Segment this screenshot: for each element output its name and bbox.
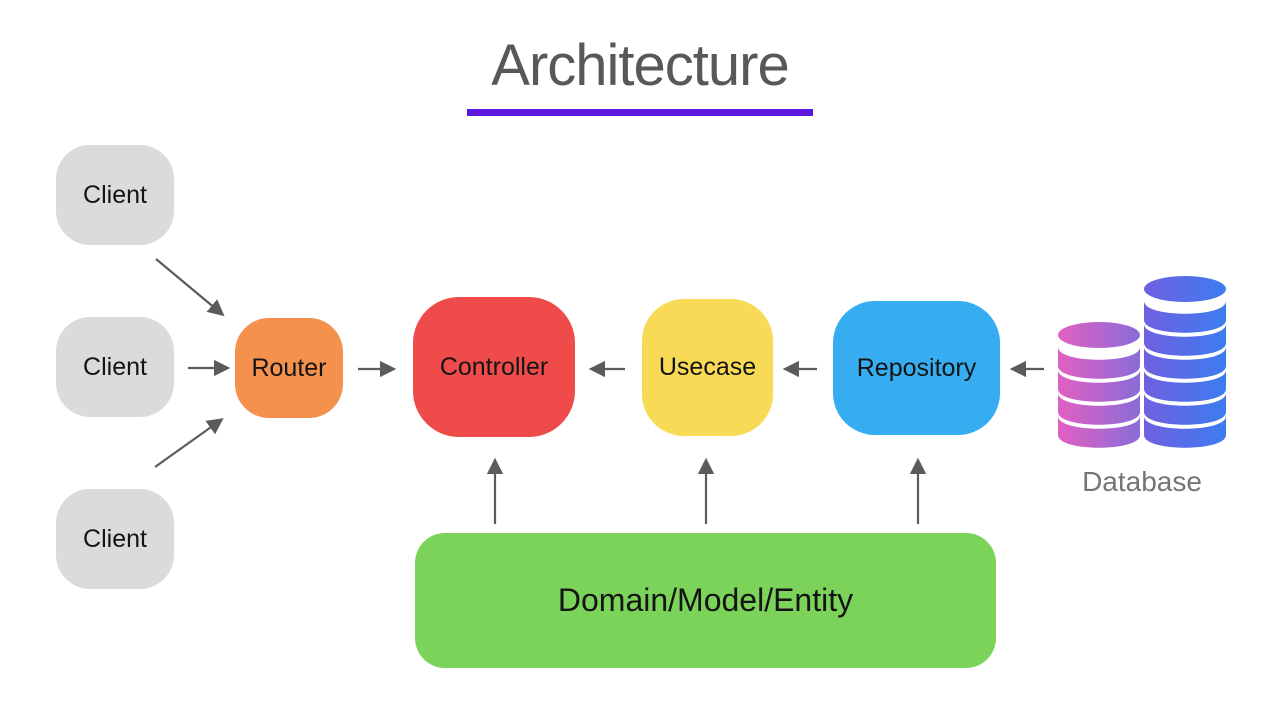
node-domain-model-entity: Domain/Model/Entity (415, 533, 996, 668)
node-client-2: Client (56, 317, 174, 417)
node-router: Router (235, 318, 343, 418)
node-domain-label: Domain/Model/Entity (557, 582, 854, 618)
page-title: Architecture (491, 33, 789, 98)
arrow-client1-router (155, 258, 225, 317)
arrow-client3-router (154, 418, 224, 468)
node-repository: Repository (833, 301, 1000, 435)
node-client-1: Client (56, 145, 174, 245)
node-router-label: Router (251, 353, 327, 382)
node-client-3: Client (56, 489, 174, 589)
node-repository-label: Repository (856, 353, 977, 382)
node-usecase-label: Usecase (658, 353, 757, 381)
database-cylinders-icon (1058, 276, 1226, 448)
node-client-2-label: Client (83, 352, 147, 381)
database-left-stack (1058, 322, 1140, 448)
node-usecase: Usecase (642, 299, 773, 436)
node-controller: Controller (413, 297, 575, 437)
title-underline (467, 109, 813, 116)
database-label: Database (1082, 466, 1202, 497)
node-controller-label: Controller (439, 352, 549, 381)
node-client-1-label: Client (83, 180, 147, 209)
database-right-stack (1144, 276, 1226, 448)
node-client-3-label: Client (83, 524, 147, 553)
